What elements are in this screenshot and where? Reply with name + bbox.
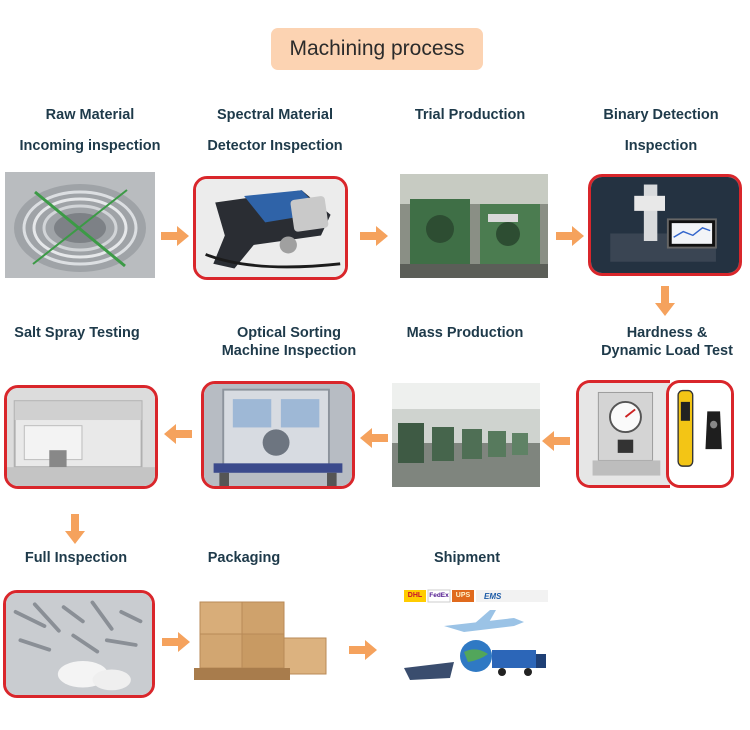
- arrow-left-icon: [542, 431, 570, 451]
- arrow-left-icon: [164, 424, 192, 444]
- photo-shipment: DHL FedEx UPS EMS: [404, 588, 548, 688]
- carrier-logo-ems: EMS: [484, 592, 502, 601]
- step-label-hardness: Hardness & Dynamic Load Test: [592, 324, 742, 360]
- arrow-down-icon: [65, 514, 85, 544]
- arrow-right-icon: [161, 226, 189, 246]
- step-label-line1: Optical Sorting: [237, 325, 341, 341]
- photo-salt-spray: [4, 385, 158, 489]
- step-label-binary-detection: Binary Detection Inspection: [590, 106, 732, 155]
- step-label-line2: Dynamic Load Test: [601, 343, 733, 359]
- step-label-line2: Machine Inspection: [221, 343, 357, 359]
- step-label-mass-production: Mass Production: [398, 324, 532, 342]
- photo-optical-sorting: [201, 381, 355, 489]
- carrier-logo-dhl: DHL: [407, 592, 423, 599]
- photo-spectral-detector: [193, 176, 348, 280]
- step-label-line1: Trial Production: [414, 107, 526, 123]
- arrow-left-icon: [360, 428, 388, 448]
- step-label-line2: Inspection: [624, 138, 698, 154]
- step-label-line1: Hardness &: [626, 325, 708, 341]
- arrow-right-icon: [349, 640, 377, 660]
- photo-wire-coil: [5, 172, 155, 278]
- diagram-title: Machining process: [271, 28, 483, 70]
- step-label-line2: Detector Inspection: [207, 138, 343, 154]
- photo-mass-production: [392, 383, 540, 487]
- carrier-logo-ups: UPS: [455, 592, 471, 599]
- step-label-line1: Packaging: [207, 550, 281, 566]
- step-label-packaging: Packaging: [200, 549, 288, 567]
- photo-packaging: [190, 596, 336, 686]
- arrow-right-icon: [556, 226, 584, 246]
- step-label-line1: Spectral Material: [216, 107, 334, 123]
- arrow-right-icon: [162, 632, 190, 652]
- carrier-logo-fedex: FedEx: [429, 592, 449, 599]
- arrow-down-icon: [655, 286, 675, 316]
- step-label-spectral-detector: Spectral Material Detector Inspection: [196, 106, 354, 155]
- photo-full-inspection: [3, 590, 155, 698]
- step-label-optical-sorting: Optical Sorting Machine Inspection: [210, 324, 368, 360]
- step-label-line1: Full Inspection: [24, 550, 128, 566]
- step-label-line2: Incoming inspection: [19, 138, 161, 154]
- step-label-salt-spray: Salt Spray Testing: [6, 324, 148, 342]
- photo-hardness-tester: [576, 380, 670, 488]
- photo-dynamic-load-devices: [666, 380, 734, 488]
- photo-binary-detection: [588, 174, 742, 276]
- step-label-line1: Shipment: [433, 550, 501, 566]
- step-label-full-inspection: Full Inspection: [10, 549, 142, 567]
- step-label-line1: Mass Production: [406, 325, 524, 341]
- step-label-shipment: Shipment: [424, 549, 510, 567]
- step-label-line1: Salt Spray Testing: [14, 325, 140, 341]
- photo-trial-production: [400, 174, 548, 278]
- step-label-trial-production: Trial Production: [400, 106, 540, 124]
- step-label-line1: Binary Detection: [603, 107, 719, 123]
- step-label-raw-material: Raw Material Incoming inspection: [10, 106, 170, 155]
- step-label-line1: Raw Material: [45, 107, 135, 123]
- arrow-right-icon: [360, 226, 388, 246]
